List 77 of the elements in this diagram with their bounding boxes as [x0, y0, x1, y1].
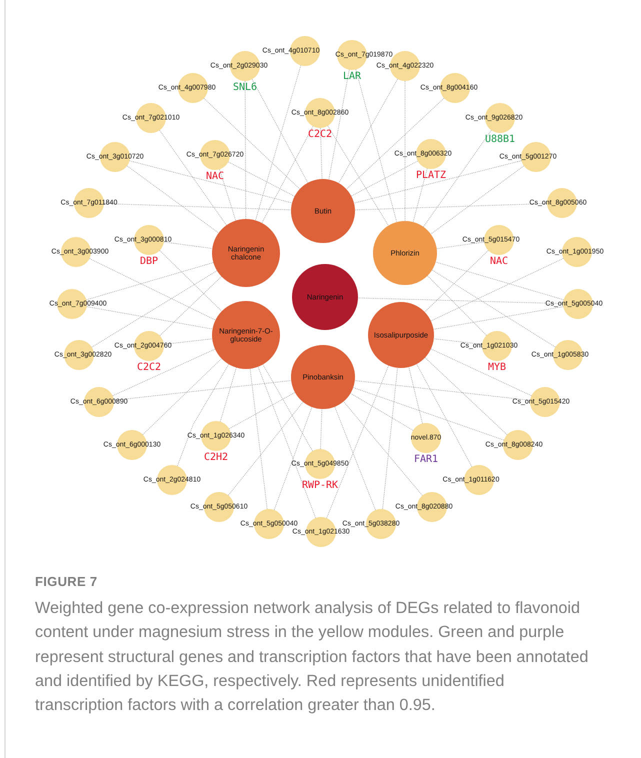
gene-family-label: U88B1 [484, 135, 516, 145]
network-edge [416, 364, 472, 468]
network-edge [164, 338, 212, 345]
gene-family-label: NAC [490, 257, 508, 267]
network-edge [204, 98, 300, 190]
gene-family-label: NAC [206, 172, 224, 182]
network-edge [382, 368, 398, 510]
network-edge [86, 262, 214, 300]
network-edge [104, 203, 292, 210]
network-edge [177, 364, 229, 466]
gene-family-label: LAR [342, 72, 362, 82]
network-edge [328, 126, 389, 226]
network-edge [92, 270, 218, 348]
network-edge [320, 128, 322, 180]
network-edge [252, 78, 308, 184]
network-edge [354, 160, 522, 204]
network-edge [358, 298, 564, 304]
network-edge [435, 262, 564, 300]
network-edge [89, 258, 216, 320]
network-edge [220, 367, 237, 422]
network-edge [320, 408, 322, 450]
network-edge [228, 162, 295, 197]
network-edge [112, 348, 216, 396]
network-edge [424, 357, 508, 435]
network-edge [351, 160, 418, 196]
gene-family-label: C2C2 [136, 363, 162, 373]
gene-family-label: MYB [488, 363, 506, 373]
network-edge [164, 242, 213, 249]
network-edge [434, 338, 482, 345]
network-edge [350, 393, 414, 431]
network-edge [430, 166, 524, 234]
network-edge [356, 69, 397, 222]
network-edge [352, 387, 504, 440]
network-edge [142, 358, 222, 435]
network-edge [228, 402, 304, 496]
network-edge [159, 130, 227, 226]
gene-family-label: DBP [140, 257, 158, 267]
network-edge [408, 366, 423, 424]
gene-family-label: PLATZ [416, 171, 446, 181]
figure-caption: Weighted gene co-expression network analysis of DEGs related to flavonoid content under magnesium stress in the yellow modules. Green and purple represent structural genes and transcription factors that have been annotated and identified by KEGG, respectively. Red represents unidentified transcription factors with a correlation greater than 0.95. [35, 598, 590, 716]
network-edge [126, 166, 219, 234]
network-edge [250, 368, 268, 510]
network-edge [424, 250, 488, 312]
network-edge [129, 160, 292, 204]
network-edge [430, 258, 564, 322]
network-edge [244, 80, 246, 220]
network-edge [255, 65, 302, 221]
gene-family-label: C2H2 [204, 453, 228, 463]
network-edge [258, 366, 316, 518]
network-edge [86, 306, 213, 330]
network-edge [338, 78, 398, 184]
network-edge [427, 275, 487, 336]
network-edge [262, 364, 313, 452]
gene-family-label: FAR1 [414, 455, 438, 465]
network-edge [262, 126, 314, 224]
network-edge [114, 380, 292, 401]
network-edge [404, 80, 406, 222]
gene-family-label: SNL6 [232, 83, 258, 93]
network-edge [346, 98, 444, 190]
gene-family-label: RWP-RK [302, 481, 338, 491]
figure-title: FIGURE 7 [35, 574, 98, 589]
gene-family-label: C2C2 [308, 130, 332, 140]
network-edge [328, 69, 350, 180]
network-edge [159, 250, 222, 312]
network-edge [433, 306, 564, 330]
network-edge [423, 130, 492, 228]
network-edge [436, 242, 484, 249]
network-edge [228, 392, 296, 430]
network-edge [326, 365, 389, 518]
network-edge [219, 169, 236, 221]
network-edge [343, 401, 423, 496]
network-edge [274, 406, 312, 510]
network-edge [412, 168, 428, 222]
network-edge [160, 276, 222, 336]
network-edge [430, 348, 532, 396]
network-edge [334, 406, 376, 510]
network-edge [432, 270, 556, 348]
